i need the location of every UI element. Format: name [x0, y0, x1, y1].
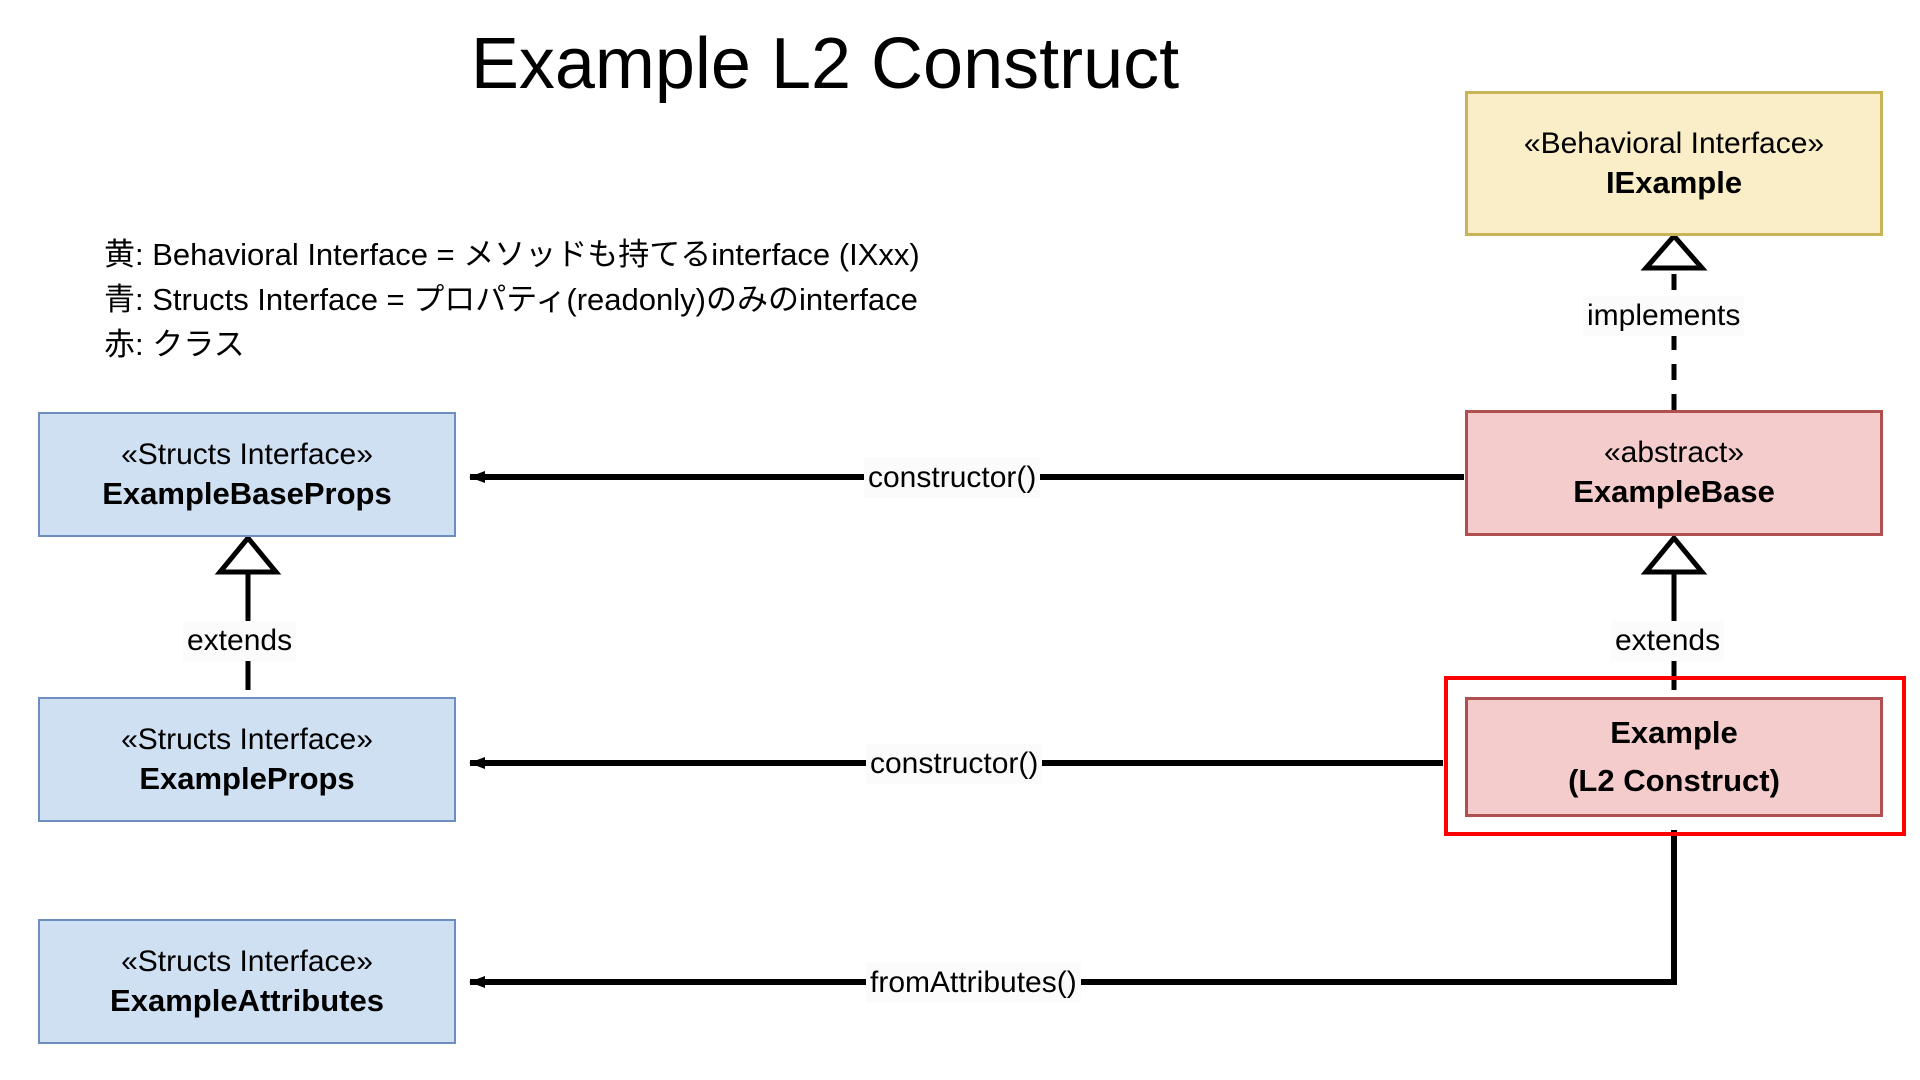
- edge-implements: [1640, 232, 1708, 410]
- node-iexample-name: IExample: [1605, 164, 1743, 200]
- node-example-props-stereotype: «Structs Interface»: [121, 722, 373, 756]
- hollow-triangle-icon: [1640, 232, 1708, 271]
- node-example[interactable]: Example (L2 Construct): [1465, 697, 1883, 817]
- edge-label-implements: implements: [1583, 296, 1745, 336]
- edge-extends-props: [214, 534, 282, 690]
- hollow-triangle-icon: [1640, 534, 1708, 575]
- node-iexample[interactable]: «Behavioral Interface» IExample: [1465, 91, 1883, 236]
- edge-label-extends-class: extends: [1611, 621, 1725, 661]
- legend-line-blue: 青: Structs Interface = プロパティ(readonly)のみ…: [104, 282, 918, 317]
- node-example-props[interactable]: «Structs Interface» ExampleProps: [38, 697, 456, 822]
- highlight-box-example: [1444, 676, 1906, 836]
- edge-from-attributes: [469, 830, 1677, 988]
- node-example-props-name: ExampleProps: [139, 760, 355, 796]
- node-example-name-line1: Example: [1610, 715, 1738, 750]
- edge-label-constructor-example: constructor(): [866, 744, 1043, 784]
- legend: 黄: Behavioral Interface = メソッドも持てるinterf…: [104, 232, 920, 367]
- edge-label-from-attributes: fromAttributes(): [866, 963, 1081, 1003]
- node-example-base-name: ExampleBase: [1573, 474, 1775, 509]
- node-example-base-props-stereotype: «Structs Interface»: [121, 437, 373, 471]
- node-example-attributes-stereotype: «Structs Interface»: [121, 944, 373, 978]
- legend-line-yellow: 黄: Behavioral Interface = メソッドも持てるinterf…: [104, 237, 920, 272]
- node-example-attributes-name: ExampleAttributes: [110, 982, 384, 1018]
- node-example-name-line2: (L2 Construct): [1568, 763, 1780, 798]
- edge-label-extends-props: extends: [183, 621, 297, 661]
- page-title: Example L2 Construct: [470, 24, 1180, 104]
- node-example-base-props[interactable]: «Structs Interface» ExampleBaseProps: [38, 412, 456, 537]
- node-example-attributes[interactable]: «Structs Interface» ExampleAttributes: [38, 919, 456, 1044]
- node-example-base-props-name: ExampleBaseProps: [102, 475, 392, 511]
- node-example-base-stereotype: «abstract»: [1603, 436, 1745, 469]
- node-iexample-stereotype: «Behavioral Interface»: [1523, 126, 1825, 160]
- edge-extends-class: [1640, 534, 1708, 690]
- hollow-triangle-icon: [214, 534, 282, 575]
- edge-label-constructor-base: constructor(): [864, 458, 1041, 498]
- node-example-base[interactable]: «abstract» ExampleBase: [1465, 410, 1883, 536]
- legend-line-red: 赤: クラス: [104, 327, 245, 362]
